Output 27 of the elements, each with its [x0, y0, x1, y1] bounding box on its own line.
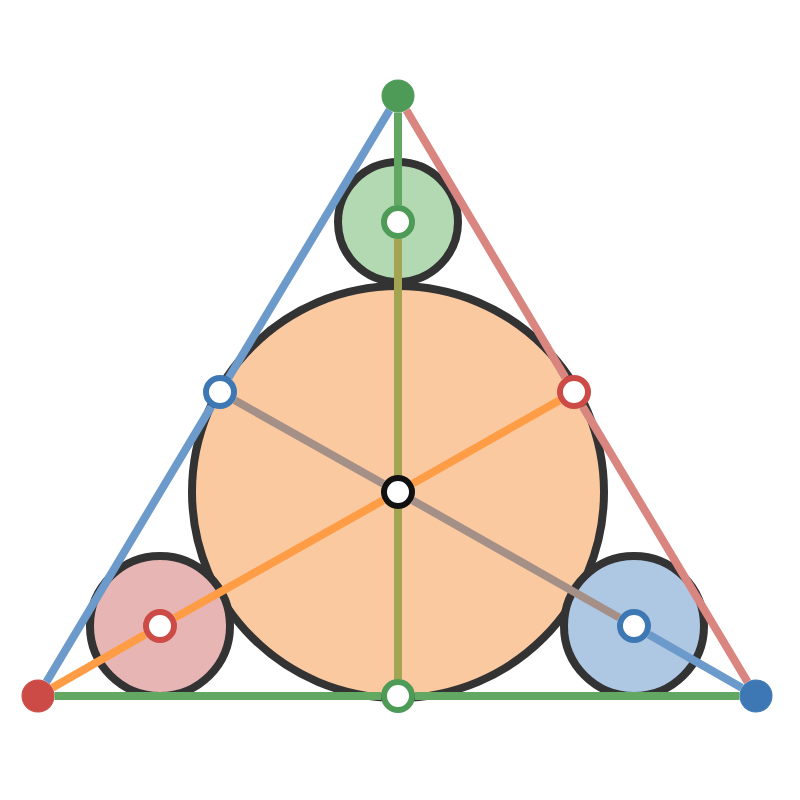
center-point: [617, 609, 651, 643]
vertex-point: [739, 679, 773, 713]
line-segment: [410, 496, 622, 622]
line-segment: [646, 631, 744, 692]
line-segment: [410, 396, 562, 488]
center-point: [381, 475, 415, 509]
line-segment: [415, 692, 740, 700]
line-segment: [394, 112, 402, 205]
line-segment: [232, 396, 386, 488]
line-segment: [50, 631, 148, 692]
vertex-point: [381, 79, 415, 113]
line-segment: [579, 404, 751, 684]
center-point: [143, 609, 177, 643]
line-segment: [394, 509, 402, 679]
line-segment: [54, 692, 381, 700]
tangent-point: [557, 375, 591, 409]
circle: [334, 158, 462, 286]
tangent-point: [381, 679, 415, 713]
line-segment: [394, 239, 402, 475]
line-segment: [225, 108, 393, 380]
line-segment: [403, 108, 569, 380]
tangent-point: [203, 375, 237, 409]
line-segment: [43, 404, 215, 684]
vertex-point: [21, 679, 55, 713]
center-point: [381, 205, 415, 239]
line-segment: [172, 496, 386, 622]
circle: [188, 282, 608, 702]
